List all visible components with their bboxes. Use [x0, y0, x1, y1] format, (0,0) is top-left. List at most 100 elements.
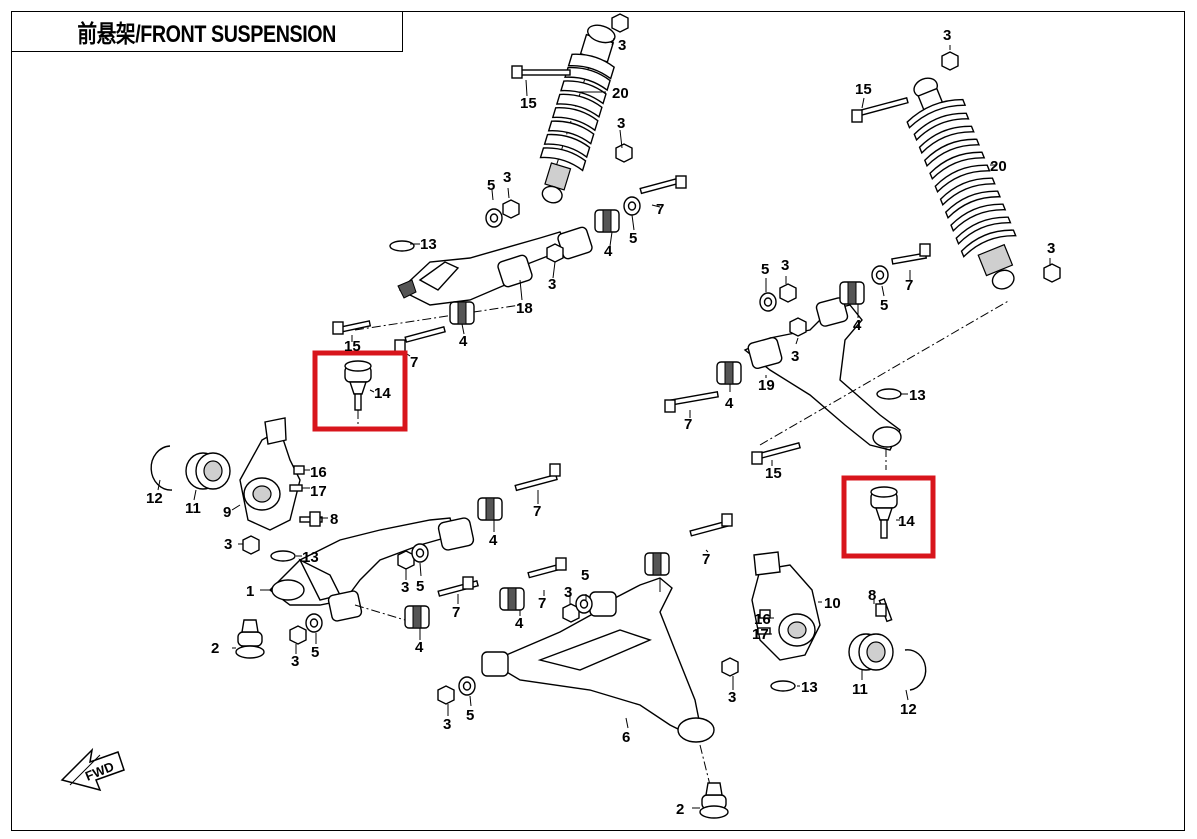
callout-4: 4 [459, 333, 468, 350]
callout-15: 15 [855, 81, 872, 98]
callout-7: 7 [452, 604, 460, 621]
callout-20: 20 [990, 158, 1007, 175]
callout-3: 3 [791, 348, 799, 365]
bushing-4-e[interactable] [477, 497, 503, 521]
bushing-4-d[interactable] [839, 281, 865, 305]
callout-5: 5 [311, 644, 319, 661]
lower-a-arm-left[interactable] [268, 517, 475, 622]
circlip-right[interactable] [904, 649, 927, 691]
ball-joint-upper-left[interactable] [344, 360, 372, 425]
callout-7: 7 [656, 201, 664, 218]
callout-4: 4 [853, 317, 862, 334]
bolt-8-b[interactable] [875, 598, 893, 623]
callout-20: 20 [612, 85, 629, 102]
callout-13: 13 [420, 236, 437, 253]
callout-3: 3 [781, 257, 789, 274]
callout-3: 3 [943, 27, 951, 44]
bolt-7-g[interactable] [527, 557, 567, 579]
bushing-4-b[interactable] [449, 301, 475, 325]
callout-15: 15 [765, 465, 782, 482]
callout-19: 19 [758, 377, 775, 394]
bushing-4-c[interactable] [716, 361, 742, 385]
callout-13: 13 [801, 679, 818, 696]
bearing-right[interactable] [848, 633, 894, 671]
callout-5: 5 [487, 177, 495, 194]
callout-8: 8 [868, 587, 876, 604]
bolt-7-a[interactable] [639, 175, 687, 195]
retaining-rings [270, 240, 902, 692]
bolt-15-d[interactable] [751, 442, 801, 465]
callout-4: 4 [725, 395, 734, 412]
ball-joint-upper-right[interactable] [870, 486, 898, 539]
bolt-15-b[interactable] [851, 96, 909, 123]
callout-5: 5 [761, 261, 769, 278]
bolt-15-a[interactable] [511, 65, 571, 79]
ball-joint-lower-left[interactable] [235, 619, 265, 659]
bushing-4-f[interactable] [404, 605, 430, 629]
callout-4: 4 [515, 615, 524, 632]
callout-12: 12 [146, 490, 163, 507]
highlight-box-ball-joint-upper-left [312, 350, 408, 432]
callout-4: 4 [415, 639, 424, 656]
highlight-box-ball-joint-upper-right [841, 475, 936, 559]
callout-3: 3 [1047, 240, 1055, 257]
callout-13: 13 [909, 387, 926, 404]
callout-3: 3 [564, 584, 572, 601]
bushing-4-g[interactable] [499, 587, 525, 611]
bolt-7-h[interactable] [689, 513, 733, 537]
bolt-8-a[interactable] [299, 511, 323, 527]
bolt-7-b[interactable] [891, 243, 931, 265]
callout-11: 11 [185, 500, 201, 517]
fwd-arrow-icon: FWD [60, 747, 125, 792]
callout-3: 3 [291, 653, 299, 670]
callout-13: 13 [302, 549, 319, 566]
bolt-7-d[interactable] [664, 391, 719, 413]
callout-7: 7 [905, 277, 913, 294]
knuckle-right[interactable] [751, 551, 821, 661]
callout-7: 7 [538, 595, 546, 612]
callout-4: 4 [489, 532, 498, 549]
ball-joint-lower-right[interactable] [699, 782, 729, 819]
callout-7: 7 [410, 354, 418, 371]
callout-8: 8 [330, 511, 338, 528]
bushing-4-a[interactable] [594, 209, 620, 233]
callout-7: 7 [702, 551, 710, 568]
callout-5: 5 [880, 297, 888, 314]
page-title: 前悬架/FRONT SUSPENSION [77, 20, 336, 48]
title-box: 前悬架/FRONT SUSPENSION [11, 11, 403, 52]
callout-5: 5 [466, 707, 474, 724]
bolt-7-c[interactable] [394, 326, 446, 353]
bolt-7-e[interactable] [514, 463, 561, 492]
callout-17: 17 [752, 626, 769, 643]
upper-a-arm-right[interactable] [743, 297, 1011, 470]
diagram-frame [11, 11, 1185, 831]
callout-3: 3 [548, 276, 556, 293]
upper-a-arm-left[interactable] [354, 226, 593, 331]
callout-17: 17 [310, 483, 327, 500]
callout-5: 5 [416, 578, 424, 595]
callout-14: 14 [374, 385, 391, 402]
knuckle-left[interactable] [239, 417, 301, 531]
callout-10: 10 [824, 595, 841, 612]
callout-2: 2 [211, 640, 219, 657]
callout-3: 3 [617, 115, 625, 132]
bushing-4-h[interactable] [644, 552, 670, 576]
callout-2: 2 [676, 801, 684, 818]
callout-4: 4 [604, 243, 613, 260]
circlip-left[interactable] [150, 445, 173, 491]
callout-9: 9 [223, 504, 231, 521]
callout-15: 15 [344, 338, 361, 355]
bolt-15-c[interactable] [332, 320, 372, 335]
callout-1: 1 [246, 583, 254, 600]
callout-14: 14 [898, 513, 915, 530]
bearing-left[interactable] [185, 452, 231, 490]
shock-absorber-left[interactable] [529, 20, 625, 209]
callout-5: 5 [629, 230, 637, 247]
callout-7: 7 [684, 416, 692, 433]
leader-lines [157, 37, 1051, 809]
lower-a-arm-right[interactable] [481, 577, 715, 786]
shock-absorber-right[interactable] [894, 68, 1034, 299]
callout-18: 18 [516, 300, 533, 317]
bolt-7-f[interactable] [437, 576, 479, 597]
